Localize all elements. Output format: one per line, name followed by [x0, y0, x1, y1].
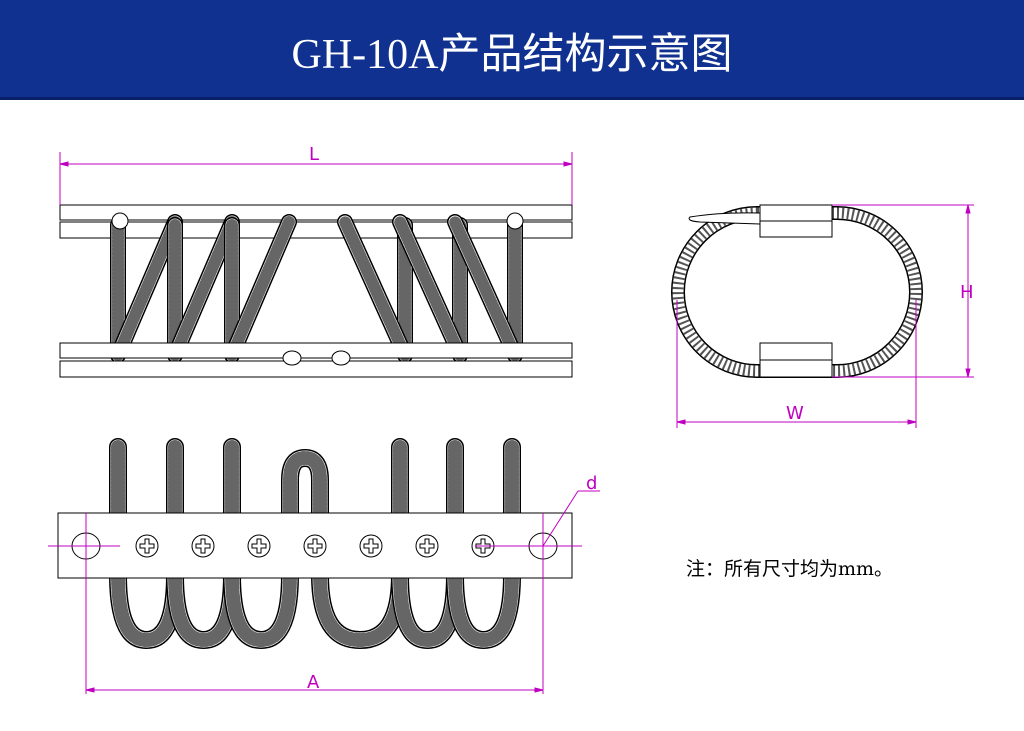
dimension-label-d: d — [586, 473, 597, 494]
dimension-A — [48, 490, 600, 694]
cable-end-left — [111, 212, 129, 230]
screw-icon — [247, 534, 271, 558]
wire-rope — [226, 216, 295, 361]
lower-bar-top — [59, 342, 573, 359]
dimension-label-W: W — [786, 403, 804, 424]
wire-rope — [394, 216, 466, 361]
dimension-label-A: A — [307, 672, 320, 693]
screw-icon — [359, 534, 383, 558]
wire-rope — [112, 216, 181, 361]
plan-view: d A — [48, 438, 600, 694]
slot-hole — [282, 350, 302, 366]
unit-note: 注：所有尺寸均为mm。 — [686, 558, 894, 580]
wire-rope — [225, 568, 297, 648]
wire-rope — [449, 216, 521, 361]
upper-bar-top — [59, 204, 573, 221]
dimension-L — [59, 152, 573, 205]
front-view: L — [59, 144, 573, 378]
screw-icon — [303, 534, 327, 558]
screw-icon — [135, 534, 159, 558]
lower-bar-bottom — [59, 360, 573, 378]
upper-bar-bottom — [59, 221, 573, 239]
cable-end-right — [506, 212, 524, 230]
wire-rope — [169, 216, 238, 361]
page-title: GH-10A产品结构示意图 — [291, 32, 733, 78]
side-view: H W — [671, 204, 974, 428]
plan-view-cables — [109, 438, 521, 650]
front-view-cables — [110, 214, 523, 363]
screw-icon — [191, 534, 215, 558]
dimension-W — [676, 300, 917, 428]
dimension-H — [832, 204, 974, 378]
dimension-label-L: L — [309, 144, 319, 165]
slot-hole — [331, 350, 351, 366]
wire-rope — [339, 216, 411, 361]
wire-rope — [448, 568, 519, 648]
screw-icon — [415, 534, 439, 558]
dimension-label-H: H — [960, 282, 974, 303]
wire-rope — [283, 450, 327, 527]
title-banner: GH-10A产品结构示意图 — [0, 0, 1024, 100]
